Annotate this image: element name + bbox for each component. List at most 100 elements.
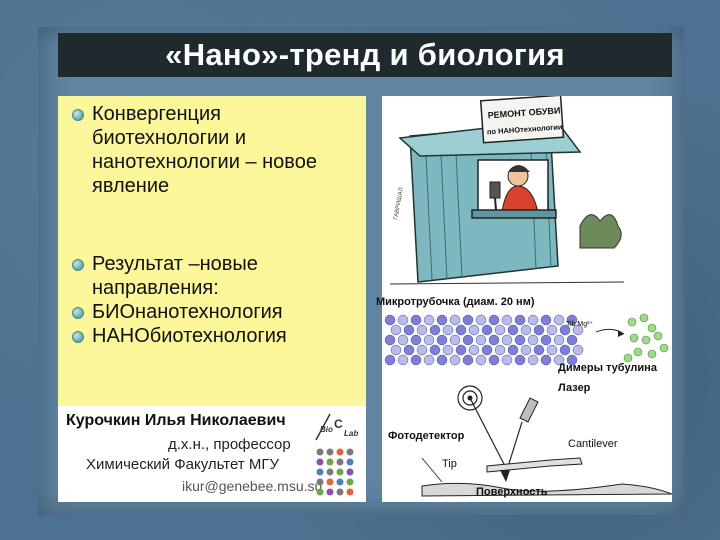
tubulin-bead xyxy=(488,354,500,366)
tubulin-bead xyxy=(442,344,454,356)
bullet-item: БИОнанотехнология xyxy=(72,300,360,324)
tubulin-dimer xyxy=(639,313,649,323)
slide-title: «Нано»-тренд и биология xyxy=(165,37,565,72)
surface-label: Поверхность xyxy=(476,486,548,498)
laser-label: Лазер xyxy=(558,382,591,394)
tubulin-dimer xyxy=(653,331,663,341)
tubulin-bead xyxy=(455,344,467,356)
tubulin-bead xyxy=(533,324,545,336)
author-email[interactable]: ikur@genebee.msu.su xyxy=(182,478,323,494)
tubulin-bead xyxy=(416,344,428,356)
bullet-item: НАНОбиотехнология xyxy=(72,324,360,348)
logo-bio: Bio xyxy=(320,425,333,434)
mg-label: Tib Mg²⁺ xyxy=(566,321,593,328)
tubulin-bead xyxy=(475,334,487,346)
tubulin-bead xyxy=(540,334,552,346)
text-panel: Конвергенция биотехнологии и нанотехноло… xyxy=(58,96,366,406)
tubulin-bead xyxy=(553,314,565,326)
tubulin-bead xyxy=(559,344,571,356)
tubulin-bead xyxy=(481,344,493,356)
tubulin-bead xyxy=(455,324,467,336)
tubulin-bead xyxy=(436,354,448,366)
tubulin-dimer xyxy=(647,323,657,333)
tubulin-bead xyxy=(507,324,519,336)
tubulin-bead xyxy=(468,324,480,336)
tubulin-bead xyxy=(462,314,474,326)
author-degree: д.х.н., профессор xyxy=(168,436,291,453)
logo-dot-grid xyxy=(316,448,354,496)
tubulin-bead xyxy=(527,354,539,366)
tubulin-bead xyxy=(449,314,461,326)
microtubule-diagram: Tib Mg²⁺ xyxy=(384,313,669,366)
illustration-panel: РЕМОНТ ОБУВИ по НАНОтехнологии ГАВРИШАЛ … xyxy=(376,96,672,502)
tubulin-bead xyxy=(384,334,396,346)
tubulin-bead xyxy=(429,324,441,336)
cartoon-kiosk-illustration: РЕМОНТ ОБУВИ по НАНОтехнологии ГАВРИШАЛ xyxy=(390,96,624,288)
author-card: Курочкин Илья Николаевич д.х.н., професс… xyxy=(58,406,366,502)
bullet-icon xyxy=(72,109,84,121)
tubulin-bead xyxy=(442,324,454,336)
photodetector-label: Фотодетектор xyxy=(388,430,465,442)
tubulin-bead xyxy=(462,354,474,366)
author-faculty: Химический Факультет МГУ xyxy=(86,456,279,473)
tubulin-dimer xyxy=(629,333,639,343)
tubulin-bead xyxy=(436,314,448,326)
bullet-icon xyxy=(72,307,84,319)
tubulin-bead xyxy=(423,314,435,326)
tubulin-bead xyxy=(514,314,526,326)
tubulin-bead xyxy=(566,334,578,346)
tubulin-bead xyxy=(403,324,415,336)
biolab-logo: Bio C Lab xyxy=(315,413,358,496)
tubulin-bead xyxy=(488,334,500,346)
bullet-item: Результат –новые направления: xyxy=(72,252,360,300)
tubulin-bead xyxy=(501,334,513,346)
tubulin-dimer xyxy=(647,349,657,359)
tubulin-bead xyxy=(462,334,474,346)
logo-c: C xyxy=(334,417,343,431)
tubulin-bead xyxy=(533,344,545,356)
tubulin-bead xyxy=(384,354,396,366)
tubulin-bead xyxy=(546,344,558,356)
tubulin-bead xyxy=(546,324,558,336)
author-name: Курочкин Илья Николаевич xyxy=(66,412,286,429)
tubulin-bead xyxy=(390,344,402,356)
tubulin-bead xyxy=(566,354,578,366)
tubulin-bead xyxy=(572,344,584,356)
tubulin-bead xyxy=(572,324,584,336)
tubulin-bead xyxy=(520,324,532,336)
tubulin-bead xyxy=(384,314,396,326)
tubulin-bead xyxy=(423,334,435,346)
tubulin-bead xyxy=(553,354,565,366)
afm-diagram xyxy=(421,385,672,497)
tubulin-bead xyxy=(540,354,552,366)
bullet-text: НАНОбиотехнология xyxy=(92,325,287,347)
tubulin-bead xyxy=(449,354,461,366)
tubulin-bead xyxy=(410,334,422,346)
tubulin-bead xyxy=(475,314,487,326)
logo-lab: Lab xyxy=(344,429,358,438)
tubulin-bead xyxy=(501,354,513,366)
bullet-icon xyxy=(72,259,84,271)
microtubule-label: Микротрубочка (диам. 20 нм) xyxy=(376,296,535,308)
tubulin-bead xyxy=(559,324,571,336)
tubulin-bead xyxy=(397,314,409,326)
tubulin-dimer xyxy=(633,347,643,357)
tubulin-bead xyxy=(514,354,526,366)
cartoon-signature: ГАВРИШАЛ xyxy=(393,187,405,220)
tubulin-dimer xyxy=(659,343,669,353)
tubulin-bead xyxy=(514,334,526,346)
tubulin-bead xyxy=(390,324,402,336)
tubulin-bead xyxy=(494,324,506,336)
bullet-text: БИОнанотехнология xyxy=(92,301,283,323)
tubulin-bead xyxy=(403,344,415,356)
tubulin-bead xyxy=(488,314,500,326)
tubulin-bead xyxy=(436,334,448,346)
bullet-list: Конвергенция биотехнологии и нанотехноло… xyxy=(72,102,360,348)
tubulin-bead xyxy=(527,334,539,346)
tubulin-bead xyxy=(449,334,461,346)
tubulin-bead xyxy=(494,344,506,356)
tubulin-bead xyxy=(527,314,539,326)
tubulin-bead xyxy=(540,314,552,326)
tubulin-dimer xyxy=(627,317,637,327)
tubulin-bead xyxy=(397,334,409,346)
